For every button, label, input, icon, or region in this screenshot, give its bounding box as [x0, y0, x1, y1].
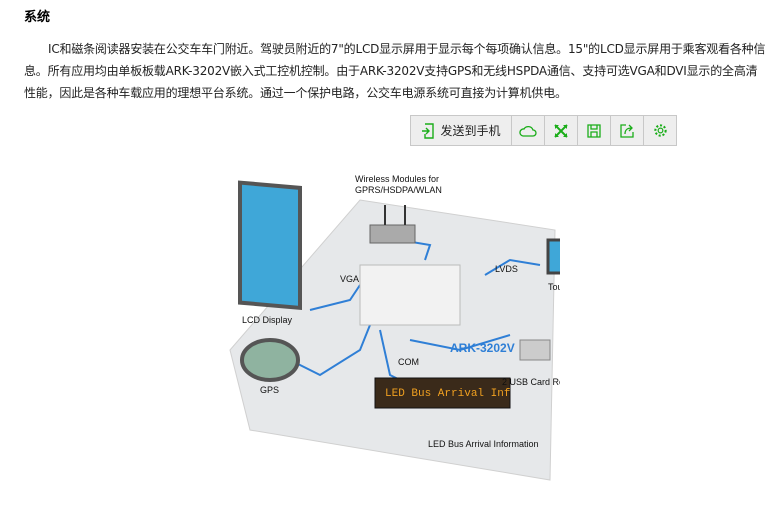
- share-toolbar: 发送到手机: [410, 115, 677, 146]
- cloud-icon: [519, 125, 537, 137]
- send-to-phone-icon: [422, 122, 435, 139]
- led-display-text: LED Bus Arrival Inf: [385, 388, 510, 400]
- settings-button[interactable]: [643, 116, 676, 145]
- system-diagram: LED Bus Arrival Inf Wireless Modules for…: [229, 174, 560, 481]
- led-display-image: [374, 377, 511, 409]
- section-title: 系统: [24, 10, 51, 25]
- cloud-button[interactable]: [511, 116, 544, 145]
- save-button[interactable]: [577, 116, 610, 145]
- label-ark-3202v: ARK-3202V: [450, 341, 515, 355]
- fullscreen-button[interactable]: [544, 116, 577, 145]
- label-com: COM: [398, 357, 419, 367]
- label-lvds: LVDS: [495, 264, 518, 274]
- send-to-phone-button[interactable]: 发送到手机: [411, 116, 511, 145]
- label-touch-panel: Touch Panel: [548, 282, 560, 292]
- lcd-display-image: [238, 180, 302, 311]
- share-icon: [620, 123, 634, 138]
- fullscreen-icon: [554, 123, 568, 138]
- label-lcd-display: LCD Display: [242, 315, 293, 325]
- floor-platform: [229, 199, 556, 481]
- label-led-info: LED Bus Arrival Information: [428, 439, 539, 449]
- label-wireless-2: GPRS/HSDPA/WLAN: [355, 185, 442, 195]
- send-to-phone-label: 发送到手机: [440, 124, 501, 138]
- share-button[interactable]: [610, 116, 643, 145]
- label-usb-readers: 2 USB Card Readers: [502, 377, 560, 387]
- label-wireless-1: Wireless Modules for: [355, 174, 439, 184]
- touch-panel-image: [546, 238, 560, 275]
- save-icon: [587, 123, 601, 138]
- label-vga: VGA: [340, 274, 359, 284]
- settings-icon: [653, 124, 667, 137]
- ark-3202v-image: [359, 264, 461, 326]
- usb-reader-image: [519, 339, 551, 361]
- label-gps: GPS: [260, 385, 279, 395]
- wireless-module-image: [369, 224, 416, 244]
- gps-image: [240, 338, 300, 382]
- description-paragraph: IC和磁条阅读器安装在公交车车门附近。驾驶员附近的7"的LCD显示屏用于显示每个…: [24, 42, 766, 100]
